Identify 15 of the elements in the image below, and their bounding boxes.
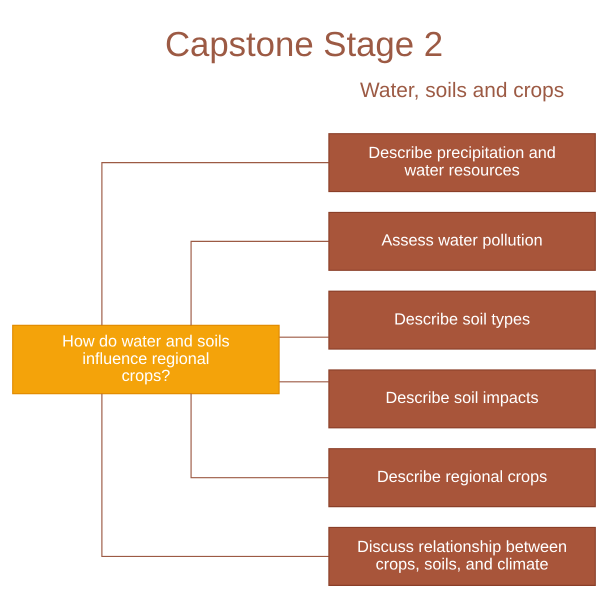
node-box: Describe soil impacts [328,368,596,428]
connector [101,393,328,556]
diagram-title: Capstone Stage 2 [164,26,444,64]
connector [280,380,328,382]
node-box: Describe regional crops [328,448,596,507]
node-box: Describe precipitation and water resources [328,132,596,192]
node-box: Describe soil types [328,290,596,350]
connector [190,393,329,478]
connector [280,336,328,338]
connector [101,162,328,325]
connector [190,240,329,325]
node-box: Assess water pollution [328,211,596,270]
node-box: Discuss relationship between crops, soils, and climate [328,526,596,586]
label: Water, soils and crops [360,78,564,102]
node-box: How do water and soils influence regional crops? [12,324,280,394]
